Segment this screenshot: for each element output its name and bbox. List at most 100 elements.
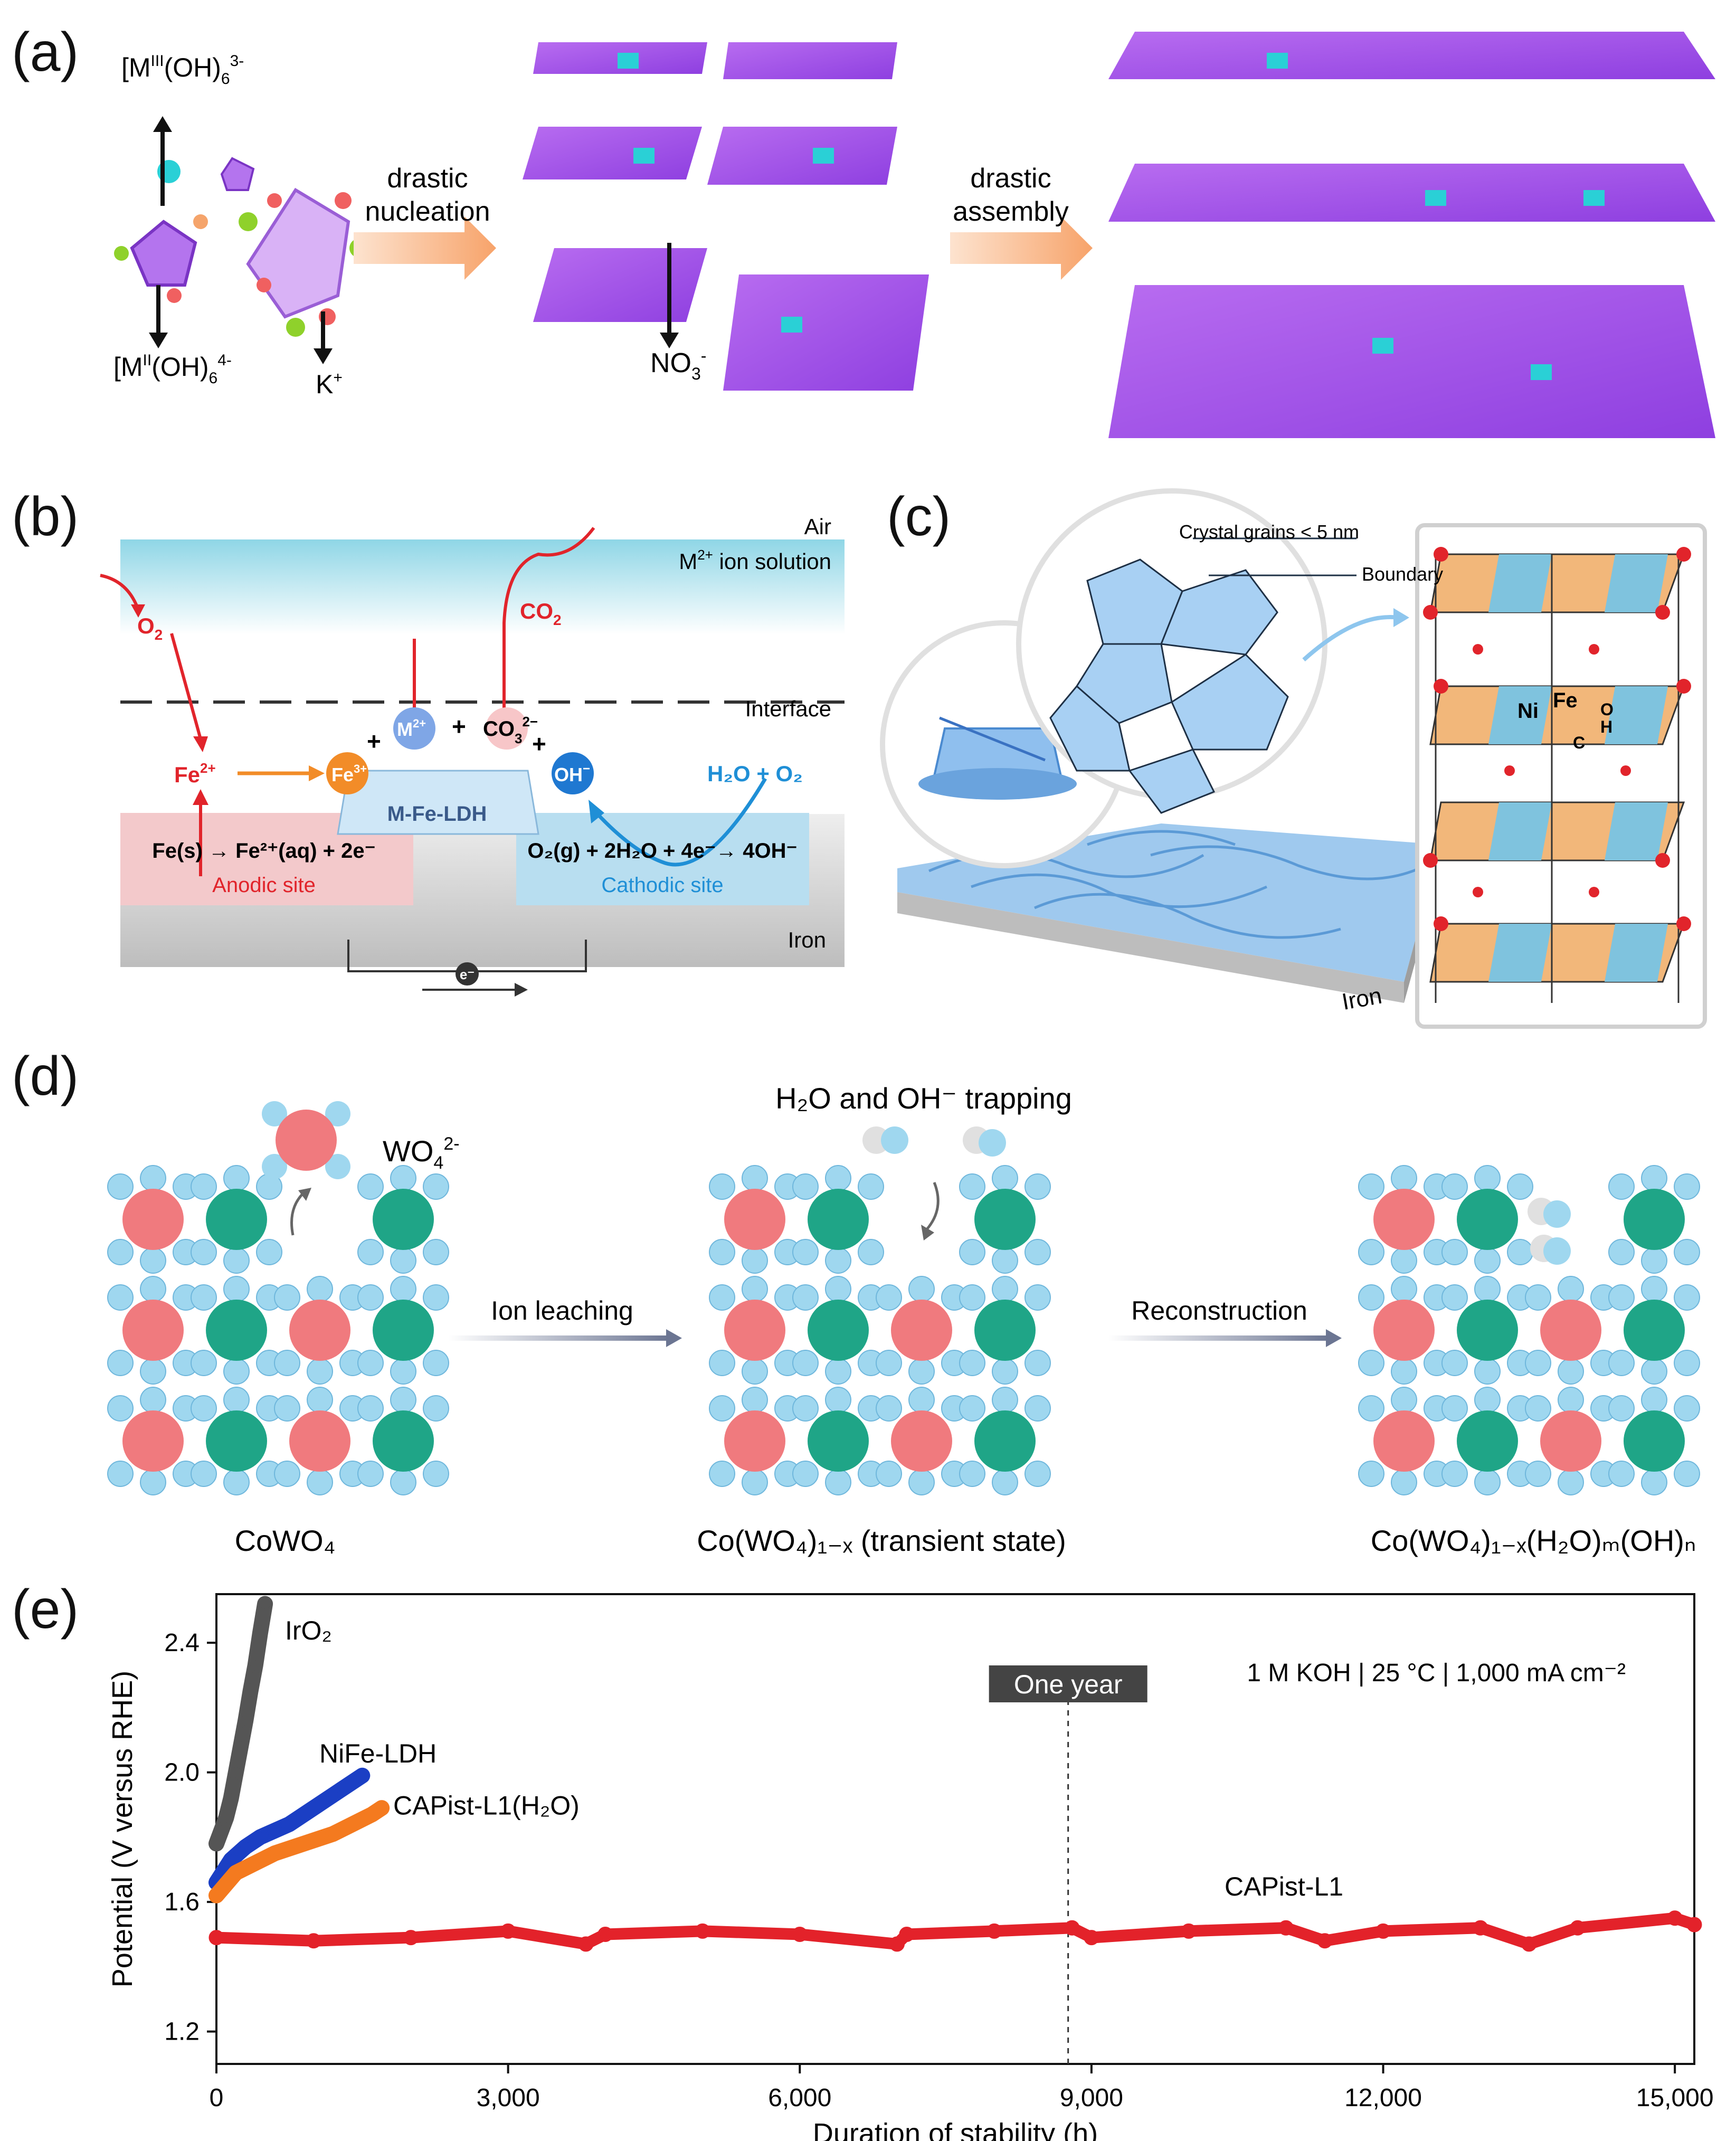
oxygen-atom: [959, 1350, 985, 1376]
data-point: [325, 1826, 341, 1842]
oxygen-atom: [1391, 1165, 1417, 1191]
oxygen-atom: [1391, 1247, 1417, 1274]
oxygen-atom: [325, 1154, 350, 1179]
trapped-water-o: [1543, 1200, 1571, 1228]
data-point: [1181, 1923, 1197, 1939]
oxygen-atom: [1474, 1247, 1501, 1274]
oxygen-atom: [1441, 1284, 1468, 1311]
data-point: [1278, 1920, 1294, 1936]
oxygen-atom: [992, 1165, 1018, 1191]
data-point: [695, 1923, 710, 1939]
panel-b-figure: Air M2+ ion solution Interface O2 CO2 Fe…: [100, 514, 845, 997]
oxygen-atom: [191, 1239, 217, 1265]
anodic-label: Anodic site: [212, 874, 316, 897]
series-label-1: NiFe-LDH: [319, 1739, 437, 1768]
panel-a: (a): [0, 0, 1736, 475]
oxygen-atom: [1358, 1395, 1384, 1422]
trapped-hydroxide-o: [1543, 1237, 1571, 1265]
cathodic-equation: O₂(g) + 2H₂O + 4e⁻→ 4OH⁻: [527, 839, 797, 863]
trapping-label: H₂O and OH⁻ trapping: [775, 1082, 1072, 1115]
plus-2: +: [452, 713, 466, 740]
panel-label-e: (e): [12, 1579, 79, 1640]
data-point: [248, 1855, 263, 1871]
data-point: [597, 1926, 613, 1942]
data-point: [1521, 1936, 1537, 1952]
cobalt-atom: [891, 1410, 952, 1472]
hydroxide-ion-o: [979, 1129, 1006, 1157]
oxygen-atom: [423, 1350, 449, 1376]
precursor-octahedra: [114, 157, 368, 337]
oxygen-atom: [423, 1395, 449, 1422]
data-point: [1084, 1930, 1099, 1946]
oxygen-atom: [825, 1165, 851, 1191]
oh-label: OH−: [554, 762, 590, 785]
data-point: [792, 1926, 808, 1942]
oxygen-atom: [1391, 1387, 1417, 1413]
data-point: [500, 1923, 516, 1939]
panel-c-figure: Crystal grains < 5 nm Boundary Iron Ni F…: [880, 488, 1707, 1029]
plus-3: +: [532, 730, 546, 757]
transient-label: Co(WO₄)₁₋ₓ (transient state): [697, 1524, 1066, 1557]
oxygen-atom: [992, 1358, 1018, 1385]
tungsten-atom: [808, 1410, 869, 1472]
c-label: C: [1573, 733, 1585, 752]
oxygen-atom: [1507, 1239, 1533, 1265]
oxygen-atom: [792, 1461, 819, 1487]
oxygen-atom: [959, 1173, 985, 1200]
oxygen-atom: [1674, 1239, 1700, 1265]
oxygen-atom: [423, 1239, 449, 1265]
tungsten-atom: [1457, 1410, 1518, 1472]
oxygen-atom: [1024, 1284, 1051, 1311]
co3-label: CO32−: [483, 714, 538, 746]
panel-label-d: (d): [12, 1046, 79, 1107]
oxygen-atom: [1024, 1173, 1051, 1200]
ldh-block: [337, 770, 539, 835]
oxygen-atom: [1641, 1247, 1667, 1274]
oxygen-atom: [191, 1350, 217, 1376]
oxygen-atom: [357, 1284, 384, 1311]
data-point: [1473, 1920, 1488, 1936]
plus-1: +: [367, 727, 381, 755]
oxygen-atom: [1474, 1358, 1501, 1385]
grains-label: Crystal grains < 5 nm: [1179, 521, 1359, 543]
y-tick-label: 1.2: [164, 2018, 200, 2046]
crystal-structure-box: [1415, 523, 1707, 1029]
interface-label: Interface: [745, 696, 831, 721]
oxygen-atom: [1391, 1358, 1417, 1385]
anodic-equation: Fe(s) → Fe²⁺(aq) + 2e⁻: [152, 839, 375, 863]
oxygen-atom: [742, 1358, 768, 1385]
boundary-label: Boundary: [1362, 563, 1443, 585]
cowo4-label: CoWO₄: [235, 1524, 336, 1557]
oxygen-atom: [1674, 1350, 1700, 1376]
y-tick-label: 2.4: [164, 1629, 200, 1657]
oxygen-atom: [1641, 1276, 1667, 1302]
o2-label: O2: [137, 613, 163, 643]
o-label: O: [1600, 700, 1614, 719]
fe2-label: Fe2+: [174, 760, 216, 787]
oxygen-atom: [140, 1276, 166, 1302]
fe3-label: Fe3+: [331, 762, 367, 785]
data-point: [1667, 1910, 1683, 1926]
oxygen-atom: [1608, 1284, 1635, 1311]
tungsten-atom: [373, 1410, 434, 1472]
oxygen-atom: [1441, 1461, 1468, 1487]
data-point: [1570, 1920, 1586, 1936]
oxygen-atom: [908, 1276, 935, 1302]
data-point: [252, 1829, 268, 1845]
oxygen-atom: [1641, 1469, 1667, 1495]
panel-a-figure: [MIII(OH)63- [MII(OH)64- K+ drastic nucl…: [113, 32, 1715, 438]
oxygen-atom: [992, 1247, 1018, 1274]
data-point: [286, 1839, 302, 1855]
oxygen-atom: [876, 1284, 902, 1311]
oxygen-atom: [825, 1247, 851, 1274]
cobalt-atom: [122, 1410, 184, 1472]
one-year-label: One year: [1014, 1670, 1123, 1699]
oxygen-atom: [1441, 1173, 1468, 1200]
data-point: [306, 1933, 321, 1949]
assembled-layers: [1108, 32, 1715, 438]
x-tick-label: 12,000: [1344, 2084, 1422, 2112]
series-line-0: [208, 1596, 273, 1852]
cobalt-atom: [122, 1300, 184, 1361]
oxygen-atom: [1024, 1350, 1051, 1376]
